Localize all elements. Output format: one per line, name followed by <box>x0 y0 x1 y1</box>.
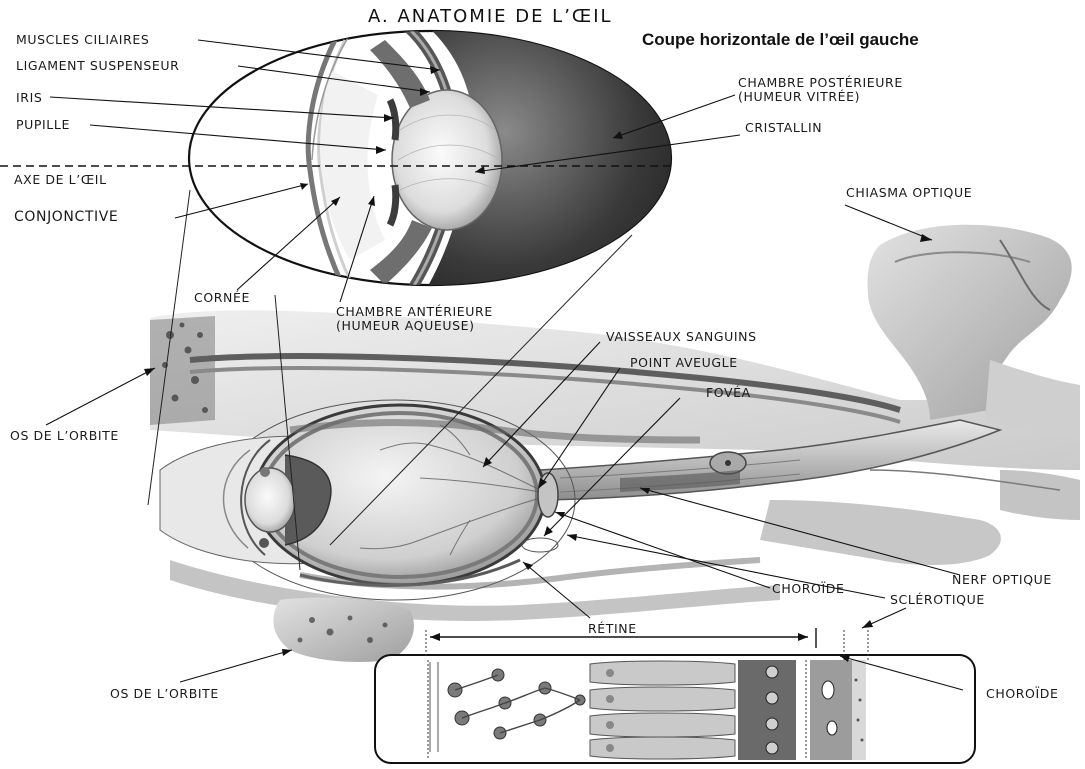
label-humeur-aqueuse: (HUMEUR AQUEUSE) <box>336 318 475 333</box>
label-os-orbite-bottom: OS DE L’ORBITE <box>110 686 219 701</box>
label-sclerotique: SCLÉROTIQUE <box>890 592 985 607</box>
label-muscles-ciliaires: MUSCLES CILIAIRES <box>16 32 149 47</box>
diagram-title: A. ANATOMIE DE L’ŒIL <box>368 6 613 27</box>
label-cornee: CORNÉE <box>194 290 250 305</box>
label-retine: RÉTINE <box>588 621 637 636</box>
label-choroide-detail: CHOROÏDE <box>986 686 1059 701</box>
label-chiasma-optique: CHIASMA OPTIQUE <box>846 185 972 200</box>
label-iris: IRIS <box>16 90 42 105</box>
label-pupille: PUPILLE <box>16 117 70 132</box>
label-vaisseaux-sanguins: VAISSEAUX SANGUINS <box>606 329 757 344</box>
label-humeur-vitree: (HUMEUR VITRÉE) <box>738 89 860 104</box>
label-os-orbite-top: OS DE L’ORBITE <box>10 428 119 443</box>
diagram-subtitle: Coupe horizontale de l’œil gauche <box>642 30 919 50</box>
label-conjonctive: CONJONCTIVE <box>14 210 118 225</box>
label-axe-oeil: AXE DE L’ŒIL <box>14 172 107 187</box>
label-ligament-suspenseur: LIGAMENT SUSPENSEUR <box>16 58 179 73</box>
label-choroide-main: CHOROÏDE <box>772 581 845 596</box>
label-chambre-posterieure: CHAMBRE POSTÉRIEURE <box>738 75 903 90</box>
label-cristallin: CRISTALLIN <box>745 120 822 135</box>
label-chambre-anterieure: CHAMBRE ANTÉRIEURE <box>336 304 493 319</box>
label-nerf-optique: NERF OPTIQUE <box>952 572 1052 587</box>
label-fovea: FOVÉA <box>706 385 751 400</box>
label-point-aveugle: POINT AVEUGLE <box>630 355 738 370</box>
